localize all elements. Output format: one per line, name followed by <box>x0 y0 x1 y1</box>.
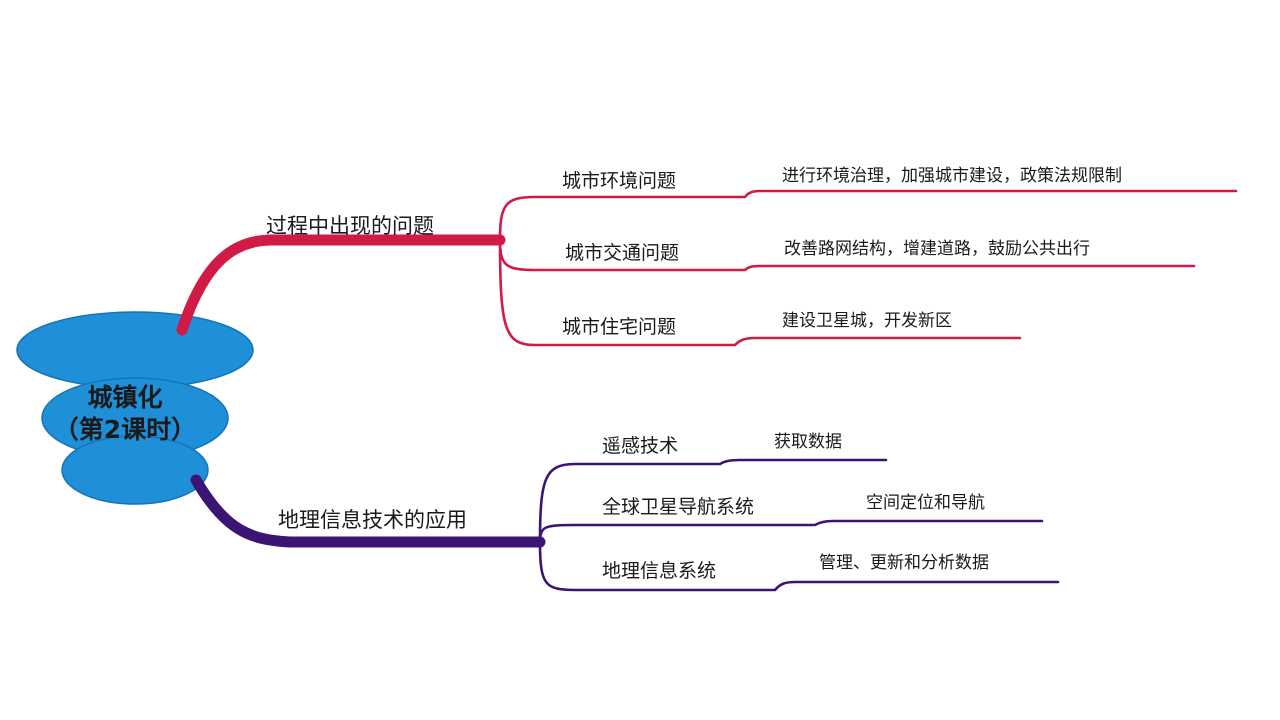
subtopic-label: 城市环境问题 <box>562 170 677 192</box>
leaf-label: 获取数据 <box>774 432 842 452</box>
branch-line-geo-tech <box>190 474 546 548</box>
connector-line <box>538 540 1060 592</box>
center-topic-shape <box>16 311 254 505</box>
branch-line-problems <box>176 234 506 336</box>
center-topic-subtitle: （第2课时） <box>53 415 197 444</box>
subtopic-label: 全球卫星导航系统 <box>602 496 755 518</box>
subtopic-label: 城市交通问题 <box>565 242 680 264</box>
branch-label-problems: 过程中出现的问题 <box>266 214 434 238</box>
connector-line <box>498 238 1022 347</box>
connector-line <box>498 189 1238 242</box>
subtopic-label: 地理信息系统 <box>602 560 717 582</box>
leaf-label: 改善路网结构，增建道路，鼓励公共出行 <box>784 239 1090 259</box>
leaf-label: 空间定位和导航 <box>866 493 985 513</box>
center-topic: 城镇化 （第2课时） <box>40 382 210 446</box>
leaf-label: 进行环境治理，加强城市建设，政策法规限制 <box>782 166 1122 186</box>
subtopic-label: 城市住宅问题 <box>562 316 677 338</box>
connector-line <box>538 519 1044 544</box>
subtopic-label: 遥感技术 <box>602 435 679 457</box>
center-topic-title: 城镇化 <box>87 383 163 412</box>
connector-line <box>538 458 888 544</box>
branch-label-geo-tech: 地理信息技术的应用 <box>278 508 467 532</box>
leaf-label: 建设卫星城，开发新区 <box>782 311 952 331</box>
connector-line <box>498 238 1196 272</box>
leaf-label: 管理、更新和分析数据 <box>819 553 989 573</box>
